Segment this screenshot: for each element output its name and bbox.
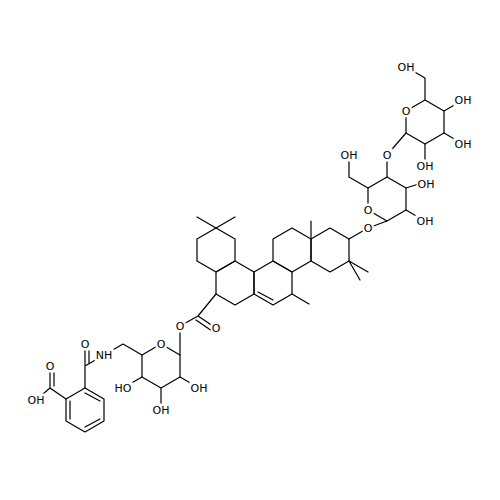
atom-label: O [45,360,56,373]
glucose-ring-inner [368,177,406,221]
atom-label: OH [416,160,435,173]
atom-label: O [211,322,222,335]
bonds [36,67,463,427]
atom-label: OH [397,61,416,74]
atom-label: OH [416,215,435,228]
atom-label: OH [340,149,359,162]
glucose-ring-lower [142,344,180,388]
atom-label: OH [27,394,46,407]
atom-label: O [156,338,167,351]
glucose-ring-terminal [406,100,444,144]
atom-label: OH [454,94,473,107]
atom-label: O [80,338,91,351]
atom-label: O [363,222,374,235]
ring-a [311,228,349,272]
atom-label: O [175,320,186,333]
atom-label: O [401,105,412,118]
atom-label: O [382,149,393,162]
bond-group [36,67,463,432]
atom-label: NH [95,349,114,362]
benzene-ring [66,388,104,432]
ring-c [254,261,292,305]
atom-label: OH [152,404,171,417]
ring-e [197,228,235,272]
ring-b [273,228,311,272]
atom-label: OH [454,138,473,151]
ring-d [216,261,254,305]
atom-label: O [363,204,374,217]
atom-label: OH [417,178,436,191]
atom-label: HO [114,382,133,395]
atom-label: OH [190,382,209,395]
